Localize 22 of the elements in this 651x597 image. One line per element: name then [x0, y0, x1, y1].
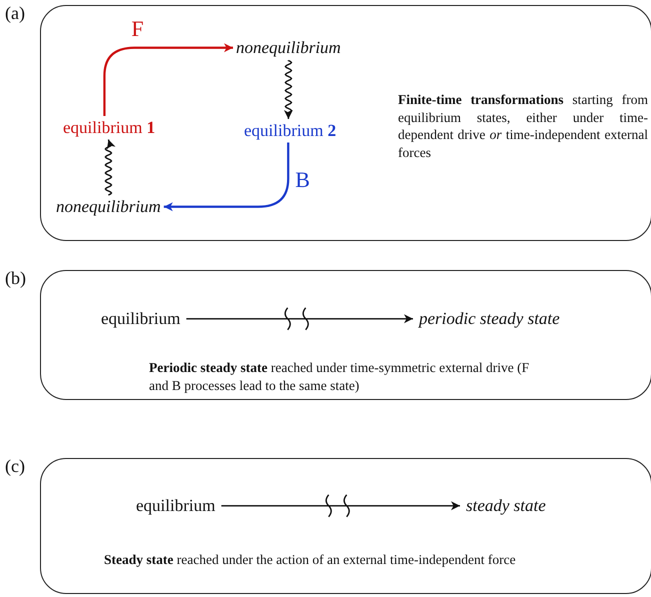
description-text: Periodic steady state reached under time-symmetric external drive (F and B processes lead to the same state): [149, 359, 530, 394]
curved-arrow: [103, 43, 233, 116]
panel-letter: (c): [5, 456, 25, 477]
broken-arrow: [220, 494, 461, 518]
wavy-arrow: [284, 60, 293, 119]
wavy-arrow: [104, 139, 116, 196]
panel-letter: (a): [5, 3, 25, 24]
state-label: equilibrium: [136, 496, 216, 516]
curved-arrow: [164, 142, 290, 212]
state-label: equilibrium: [101, 309, 180, 329]
state-label: nonequilibrium: [56, 197, 161, 217]
state-label: equilibrium 1: [63, 118, 156, 138]
rounded-panel: [40, 270, 651, 400]
broken-arrow: [186, 307, 414, 330]
state-label: equilibrium 2: [244, 121, 336, 141]
description-text: Steady state reached under the action of an external time-independent force: [104, 551, 517, 569]
state-label: nonequilibrium: [236, 38, 341, 58]
panel-letter: (b): [5, 268, 26, 289]
state-label: steady state: [466, 496, 546, 516]
rounded-panel: [40, 458, 651, 594]
description-text: Finite-time transformations starting from equilibrium states, either under time-dependent drive or time-independent external forces: [398, 91, 648, 162]
state-label: periodic steady state: [419, 309, 560, 329]
